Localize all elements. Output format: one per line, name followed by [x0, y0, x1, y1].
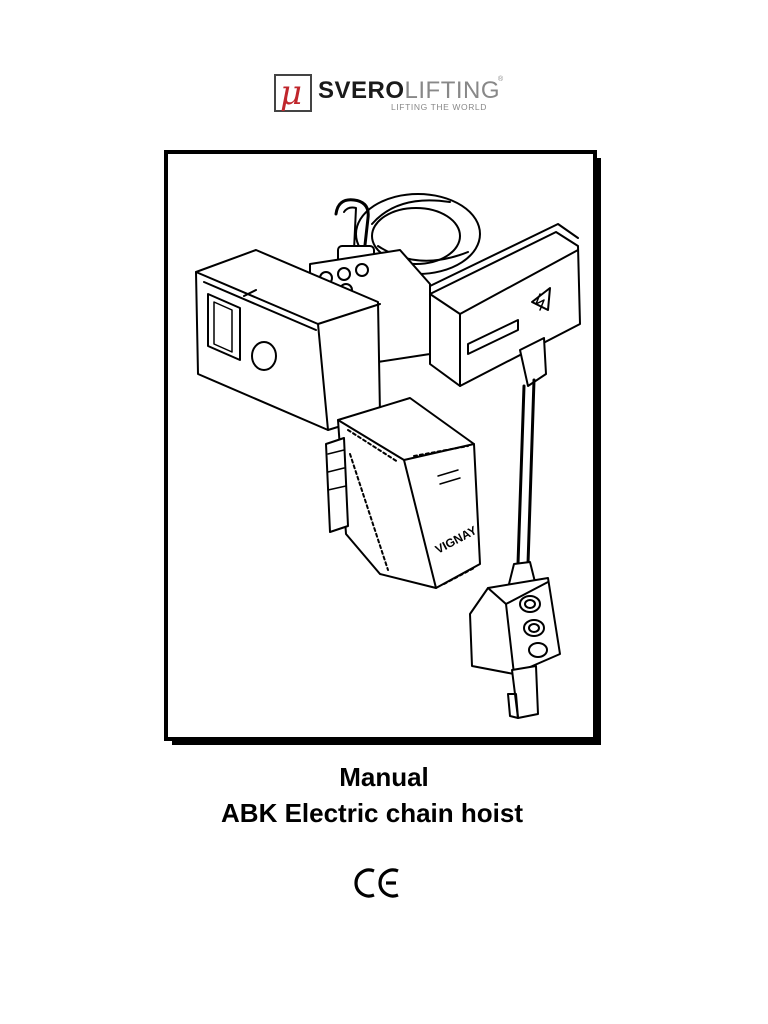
product-title: ABK Electric chain hoist — [221, 798, 523, 828]
hoist-illustration-icon: VIGNAY — [195, 193, 581, 719]
svero-lifting-logo: μ SVEROLIFTING ® LIFTING THE WORLD — [274, 74, 506, 118]
manual-title: Manual — [339, 762, 429, 792]
logo-brand-light: LIFTING — [404, 77, 501, 104]
logo-trademark: ® — [498, 76, 504, 83]
illustration-frame: VIGNAY — [164, 150, 597, 741]
logo-tagline: LIFTING THE WORLD — [391, 102, 487, 112]
logo-mu-glyph: μ — [280, 73, 303, 113]
logo-wordmark: SVEROLIFTING — [318, 78, 500, 104]
ce-mark-icon — [354, 868, 399, 898]
logo-brand-bold: SVERO — [318, 77, 405, 104]
mu-logo-mark: μ — [274, 74, 312, 112]
